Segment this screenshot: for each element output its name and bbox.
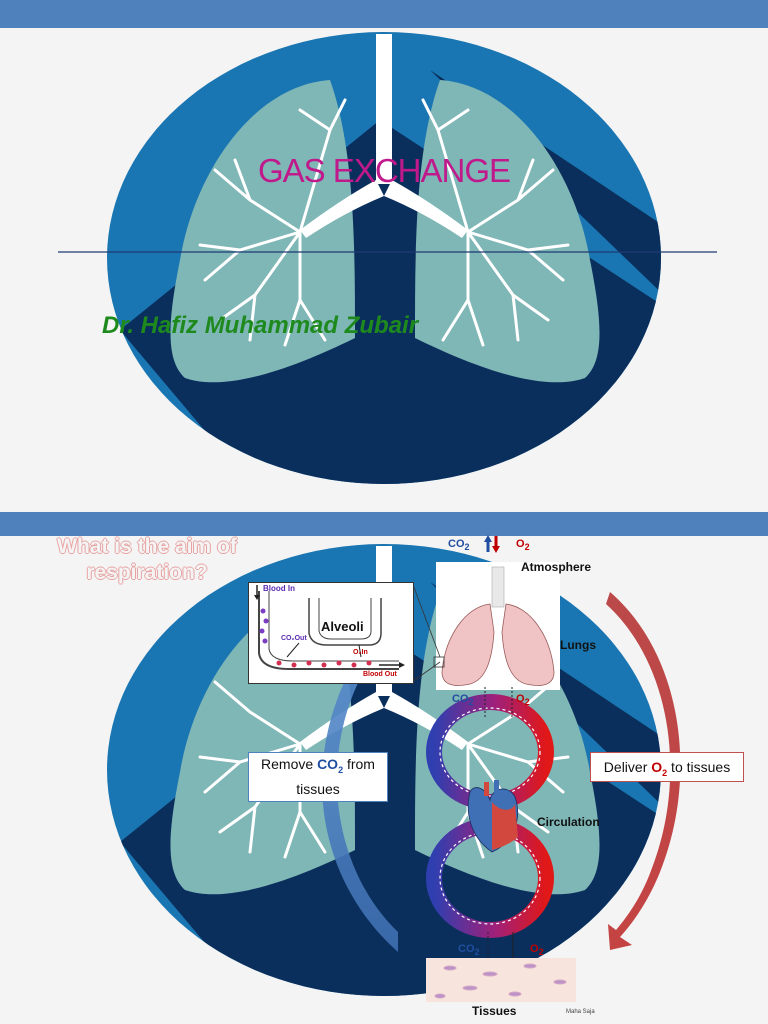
tissues-co2-label: CO2 (458, 943, 480, 958)
bronchial-tree (198, 98, 570, 347)
header-bar (0, 512, 768, 536)
deliver-arrow-icon (606, 592, 681, 950)
trachea (300, 34, 468, 238)
blood-in-label: Blood In (263, 584, 295, 593)
lungs-o2-label: O2 (516, 693, 530, 708)
lungs-background (58, 32, 717, 484)
circulation-label: Circulation (537, 815, 600, 829)
atmosphere-co2-label: CO2 (448, 538, 470, 553)
tissues-illustration (426, 958, 576, 1002)
lungs-co2-label: CO2 (452, 693, 474, 708)
alveoli-label: Alveoli (321, 619, 364, 634)
co2-out-label: CO₂Out (281, 635, 307, 642)
remove-arrow-icon (322, 602, 410, 952)
slide-question: What is the aim of respiration? (57, 535, 237, 584)
blood-out-label: Blood Out (363, 671, 397, 678)
anatomical-lungs-icon (441, 566, 555, 686)
deliver-o2-callout: Deliver O2 to tissues (590, 752, 744, 782)
lung-shape-right (415, 80, 600, 383)
atmosphere-label: Atmosphere (521, 560, 592, 574)
header-bar (0, 0, 768, 28)
author-name: Dr. Hafiz Muhammad Zubair (102, 312, 419, 339)
slide-title: GAS EXCHANGE (257, 152, 511, 189)
heart-icon (467, 780, 518, 853)
remove-co2-callout: Remove CO2 from tissues (248, 752, 388, 802)
title-slide: GAS EXCHANGE Dr. Hafiz Muhammad Zubair (0, 0, 768, 512)
atmosphere-o2-label: O2 (516, 538, 530, 553)
alveoli-inset: Blood In Alveoli CO₂Out O₂In Blood Out (248, 582, 414, 684)
tissues-label: Tissues (472, 1004, 517, 1018)
o2-in-label: O₂In (353, 649, 368, 656)
image-credit: Maha Saja (566, 1009, 595, 1015)
lung-shape-left (170, 80, 355, 383)
lungs-label: Lungs (560, 638, 596, 652)
tissues-o2-label: O2 (530, 943, 544, 958)
respiration-slide: What is the aim of respiration? Blood In… (0, 512, 768, 1024)
